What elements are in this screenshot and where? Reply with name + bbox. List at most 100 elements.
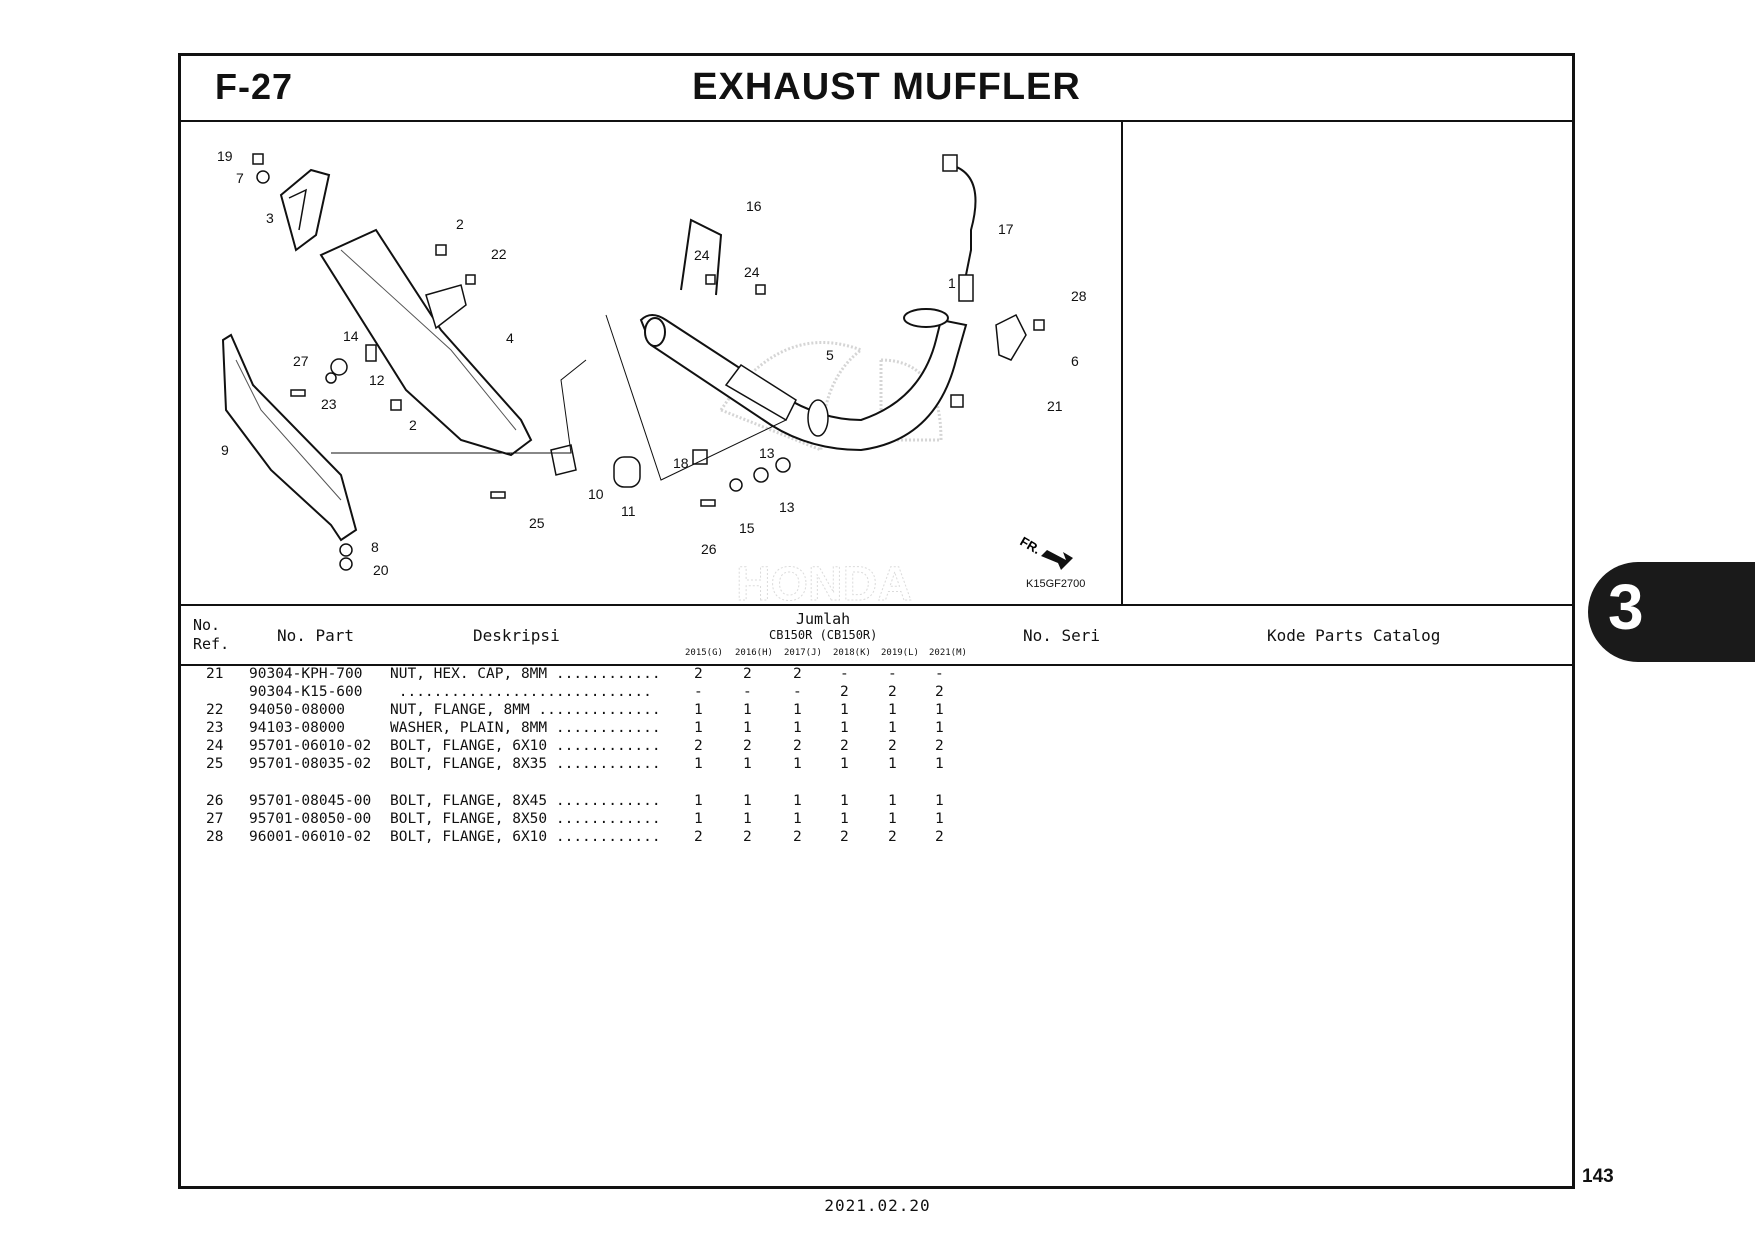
description-cell: ............................. — [390, 684, 652, 700]
qty-cell: 1 — [743, 720, 752, 736]
qty-cell: 2 — [743, 829, 752, 845]
qty-cell: 2 — [840, 829, 849, 845]
ref-cell: 23 — [206, 720, 224, 736]
ref-cell: 21 — [206, 666, 224, 682]
qty-cell: 2 — [694, 666, 703, 682]
callout: 13 — [779, 499, 795, 515]
ref-cell: 26 — [206, 793, 224, 809]
part-number-cell: 96001-06010-02 — [249, 829, 372, 845]
description-cell: BOLT, FLANGE, 8X35 ............ — [390, 756, 661, 772]
qty-cell: 2 — [935, 684, 944, 700]
qty-cell: 1 — [793, 702, 802, 718]
print-date: 2021.02.20 — [824, 1196, 931, 1215]
o2-sensor-17 — [950, 164, 977, 276]
callout: 21 — [1047, 398, 1063, 414]
qty-cell: 1 — [840, 811, 849, 827]
part-number-cell: 95701-08045-00 — [249, 793, 372, 809]
qty-cell: 1 — [793, 720, 802, 736]
callout: 11 — [621, 503, 636, 519]
qty-cell: 1 — [888, 793, 897, 809]
part-number-cell: 95701-06010-02 — [249, 738, 372, 754]
callout: 22 — [491, 246, 507, 262]
part-number-cell: 90304-K15-600 — [249, 684, 363, 700]
page-title: EXHAUST MUFFLER — [692, 66, 1081, 108]
callout: 25 — [529, 515, 545, 531]
callout: 6 — [1071, 353, 1079, 369]
callout: 26 — [701, 541, 717, 557]
qty-cell: 2 — [888, 738, 897, 754]
qty-cell: 1 — [793, 811, 802, 827]
description-cell: WASHER, PLAIN, 8MM ............ — [390, 720, 661, 736]
callout: 2 — [409, 417, 417, 433]
ref-cell: 24 — [206, 738, 224, 754]
qty-cell: 1 — [793, 793, 802, 809]
qty-cell: 2 — [743, 666, 752, 682]
qty-cell: 1 — [888, 756, 897, 772]
qty-cell: 1 — [694, 702, 703, 718]
callout: 1 — [948, 275, 956, 291]
fasteners-left — [252, 153, 641, 571]
callout: 24 — [694, 247, 710, 263]
header-year: 2019(L) — [881, 648, 919, 658]
header-year: 2017(J) — [784, 648, 822, 658]
header-serial: No. Seri — [1023, 626, 1101, 645]
page-header: F-27 EXHAUST MUFFLER — [181, 56, 1572, 122]
table-row: 90304-K15-600 ..........................… — [181, 684, 1572, 702]
callout: 17 — [998, 221, 1014, 237]
callout-labels: 19 7 3 2 22 4 14 27 23 12 2 9 8 20 25 10… — [217, 148, 1087, 578]
exploded-diagram: HONDA — [181, 120, 1123, 604]
table-row: 26 95701-08045-00 BOLT, FLANGE, 8X45 .....… — [181, 793, 1572, 811]
qty-cell: 1 — [743, 793, 752, 809]
qty-cell: 1 — [840, 793, 849, 809]
callout: 2 — [456, 216, 464, 232]
callout: 18 — [673, 455, 689, 471]
description-cell: BOLT, FLANGE, 6X10 ............ — [390, 829, 661, 845]
qty-cell: 1 — [888, 811, 897, 827]
part-number-cell: 95701-08035-02 — [249, 756, 372, 772]
callout: 14 — [343, 328, 359, 344]
qty-cell: - — [793, 684, 802, 700]
qty-cell: 1 — [935, 811, 944, 827]
description-cell: BOLT, FLANGE, 8X45 ............ — [390, 793, 661, 809]
ref-cell: 28 — [206, 829, 224, 845]
callout: 20 — [373, 562, 389, 578]
part-number-cell: 95701-08050-00 — [249, 811, 372, 827]
part-number-cell: 90304-KPH-700 — [249, 666, 363, 682]
qty-cell: 2 — [840, 738, 849, 754]
header-model: CB150R (CB150R) — [769, 628, 878, 642]
watermark-text: HONDA — [736, 558, 912, 604]
diagram-code: K15GF2700 — [1026, 578, 1086, 590]
qty-cell: 2 — [935, 738, 944, 754]
qty-cell: - — [935, 666, 944, 682]
honda-watermark: HONDA — [718, 341, 943, 604]
qty-cell: 1 — [694, 793, 703, 809]
qty-cell: 1 — [793, 756, 802, 772]
description-cell: NUT, FLANGE, 8MM .............. — [390, 702, 661, 718]
callout: 28 — [1071, 288, 1087, 304]
table-row: 28 96001-06010-02 BOLT, FLANGE, 6X10 .....… — [181, 829, 1572, 847]
callout: 5 — [826, 347, 834, 363]
callout: 10 — [588, 486, 604, 502]
header-ref-line2: Ref. — [193, 635, 230, 653]
page-frame: F-27 EXHAUST MUFFLER HONDA — [178, 53, 1575, 1189]
qty-cell: 2 — [793, 666, 802, 682]
header-year: 2016(H) — [735, 648, 773, 658]
exhaust-diagram-svg: HONDA — [217, 148, 1087, 604]
qty-cell: 2 — [888, 684, 897, 700]
qty-cell: 1 — [935, 793, 944, 809]
header-catalog: Kode Parts Catalog — [1267, 626, 1441, 645]
qty-cell: 2 — [694, 738, 703, 754]
qty-cell: 2 — [743, 738, 752, 754]
part-number-cell: 94050-08000 — [249, 702, 346, 718]
table-header: No. Ref. No. Part Deskripsi Jumlah CB150… — [181, 604, 1572, 666]
ref-cell: 27 — [206, 811, 224, 827]
qty-cell: 1 — [840, 756, 849, 772]
callout: 19 — [217, 148, 233, 164]
qty-cell: - — [840, 666, 849, 682]
qty-cell: 1 — [888, 720, 897, 736]
callout: 3 — [266, 210, 274, 226]
